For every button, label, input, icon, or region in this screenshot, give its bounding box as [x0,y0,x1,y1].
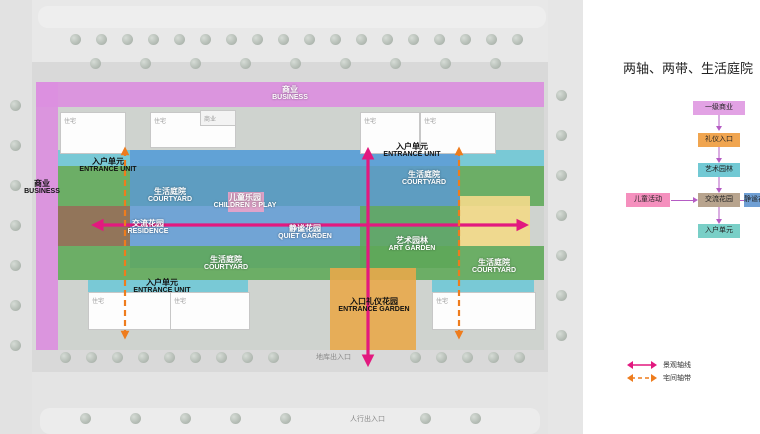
courtyard-zone-right [460,246,544,280]
node-ceremony-entrance: 礼仪入口 [698,133,740,147]
top-block [38,6,546,28]
node-primary-business: 一级商业 [693,101,745,115]
flow-line [718,177,720,189]
residential-building: 住宅 [88,292,172,330]
business-zone-left [36,82,58,350]
legend-title: 两轴、两带、生活庭院 [623,61,754,76]
node-quiet-garden: 静谧花 [744,193,760,207]
art-zone [360,206,460,268]
node-art-garden: 艺术园林 [698,163,740,177]
residential-building: 住宅 [170,292,250,330]
flow-line [718,147,720,159]
residential-building: 住宅 [432,292,536,330]
children-play-zone [228,192,264,212]
legend-axis-label: 景观轴线 [663,362,691,369]
vehicle-entrance-label: 地库出入口 [316,354,351,361]
flow-arrow [716,158,722,163]
flow-arrow [693,197,698,203]
flow-line [671,200,695,201]
flow-arrow [716,219,722,224]
residential-building: 住宅 [60,112,126,154]
business-zone-top [36,82,544,107]
flow-line [718,115,720,127]
legend-belt-label: 宅间轴带 [663,375,691,382]
node-exchange-garden: 交流花园 [698,193,740,207]
flow-arrow [716,126,722,131]
commercial-building: 商业 [200,110,236,126]
flow-line [718,207,720,220]
pedestrian-entrance-label: 人行出入口 [350,416,385,423]
legend-panel: 两轴、两带、生活庭院 一级商业 礼仪入口 艺术园林 儿童活动 交流花园 静谧花 … [583,0,760,434]
node-entrance-unit: 入户单元 [698,224,740,238]
axes-overlay [90,146,530,368]
legend-axis-symbol [627,361,657,369]
road-left [0,0,32,434]
legend-belt-symbol [627,374,657,382]
flow-arrow [716,188,722,193]
node-children-activity: 儿童活动 [626,193,670,207]
